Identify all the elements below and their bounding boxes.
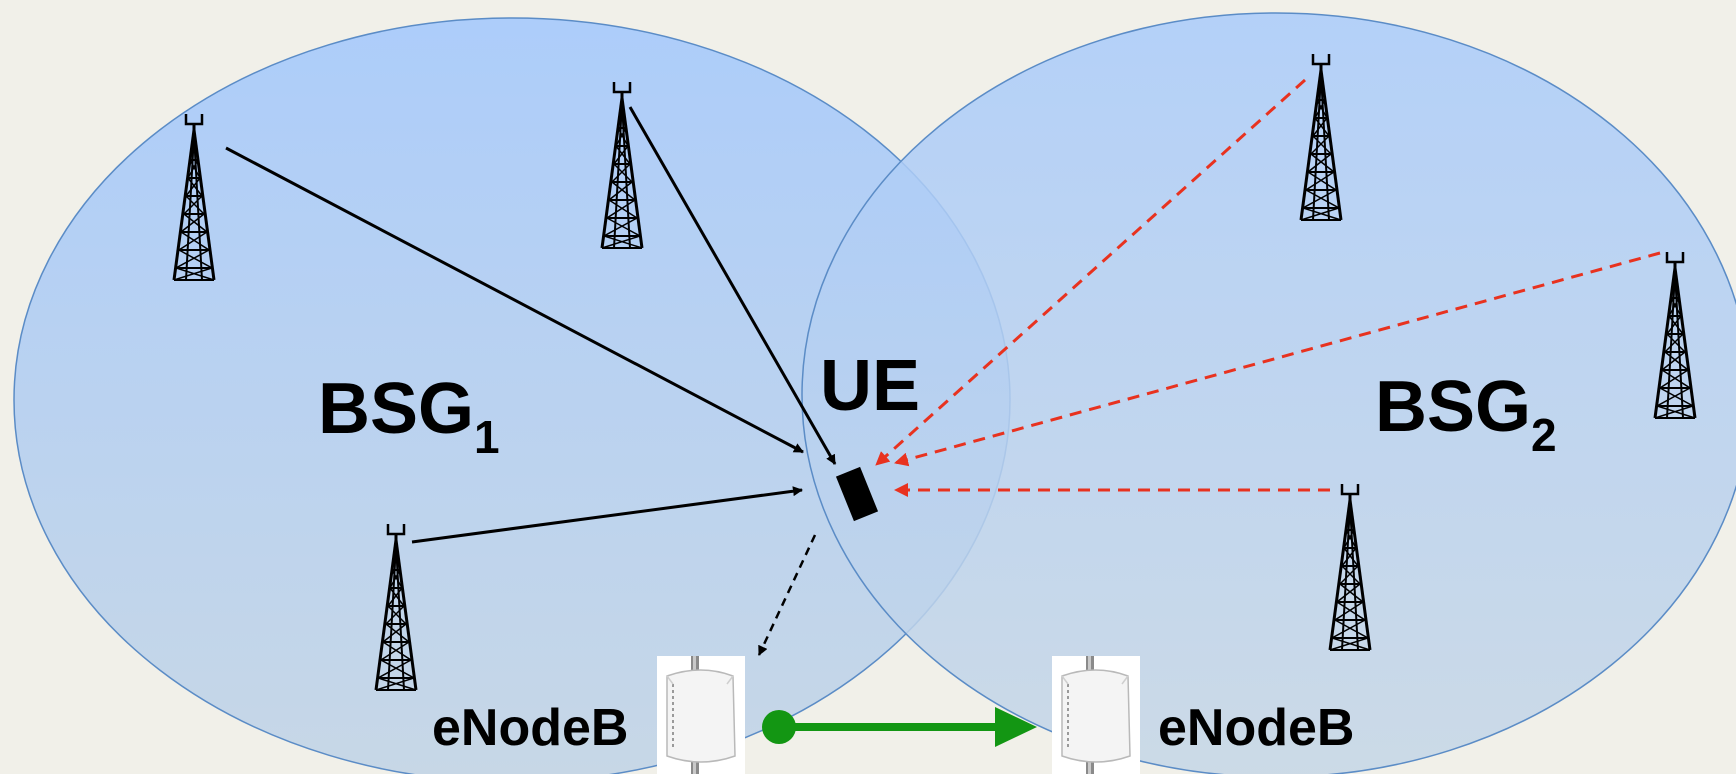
enodeb-label-right: eNodeB <box>1158 699 1354 757</box>
enodeb-radio-unit-icon <box>656 655 746 774</box>
serving-link <box>411 486 803 544</box>
enodeb-label-left: eNodeB <box>432 699 628 757</box>
serving-link <box>628 106 837 465</box>
bsg1-label: BSG1 <box>318 369 500 463</box>
enodeb-radio-unit-icon <box>1051 655 1141 774</box>
ue-label: UE <box>820 346 920 426</box>
mobile-device-icon <box>835 466 879 522</box>
interfering-link <box>874 78 1307 467</box>
serving-link <box>225 146 804 454</box>
bsg2-coverage-area <box>801 12 1736 774</box>
interfering-link <box>894 251 1661 467</box>
bsg2-label: BSG2 <box>1375 367 1557 461</box>
backhaul-link-arrowhead <box>995 707 1037 747</box>
